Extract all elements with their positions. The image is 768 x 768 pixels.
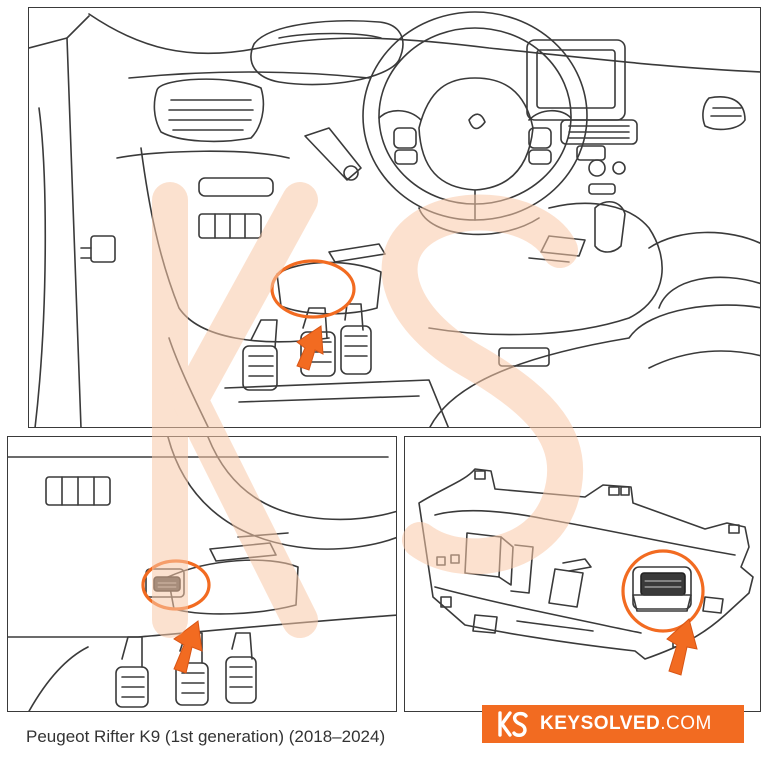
dashboard-line-drawing xyxy=(29,11,760,427)
keysolved-brand-badge[interactable]: KEYSOLVED.COM xyxy=(482,705,744,743)
connector-detail-drawing xyxy=(418,468,754,676)
arrow-up-icon xyxy=(173,620,203,674)
arrow-up-icon xyxy=(666,618,698,676)
brand-tld: .COM xyxy=(660,713,712,734)
vehicle-caption: Peugeot Rifter K9 (1st generation) (2018… xyxy=(26,727,386,746)
connector-detail-panel xyxy=(404,436,761,712)
port-location-panel xyxy=(7,436,397,712)
dashboard-overview-panel xyxy=(28,7,761,428)
port-location-drawing xyxy=(8,437,396,711)
highlight-circle-icon xyxy=(621,549,705,633)
ks-monogram-icon xyxy=(498,711,528,737)
brand-name: KEYSOLVED xyxy=(540,713,661,734)
